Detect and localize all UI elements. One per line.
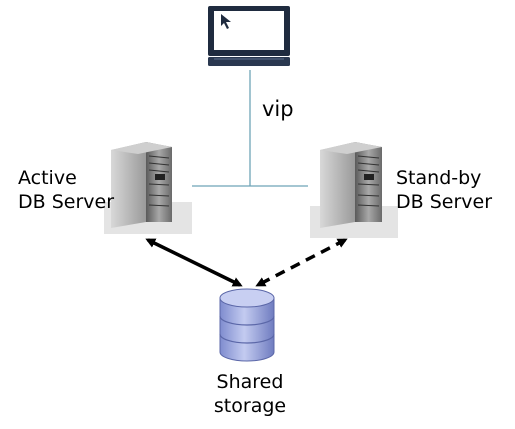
shared-storage-label: Shared storage (212, 370, 288, 418)
network-lines (192, 70, 308, 187)
standby-server-icon (310, 142, 398, 238)
active-server-label-line2: DB Server (18, 191, 115, 213)
shared-storage-label-line2: storage (213, 395, 287, 417)
standby-server-label-line2: DB Server (396, 191, 493, 213)
active-storage-arrow (145, 238, 243, 287)
shared-storage-label-line1: Shared (216, 371, 284, 393)
active-server-label-line1: Active (18, 167, 77, 189)
standby-server-label-line1: Stand-by (396, 167, 482, 189)
standby-storage-arrow (255, 238, 348, 287)
standby-server-label: Stand-by DB Server (396, 166, 492, 214)
active-server-label: Active DB Server (18, 166, 114, 214)
database-icon (219, 288, 275, 362)
vip-label: vip (262, 97, 294, 121)
active-server-icon (104, 142, 192, 234)
laptop-icon (208, 6, 290, 66)
